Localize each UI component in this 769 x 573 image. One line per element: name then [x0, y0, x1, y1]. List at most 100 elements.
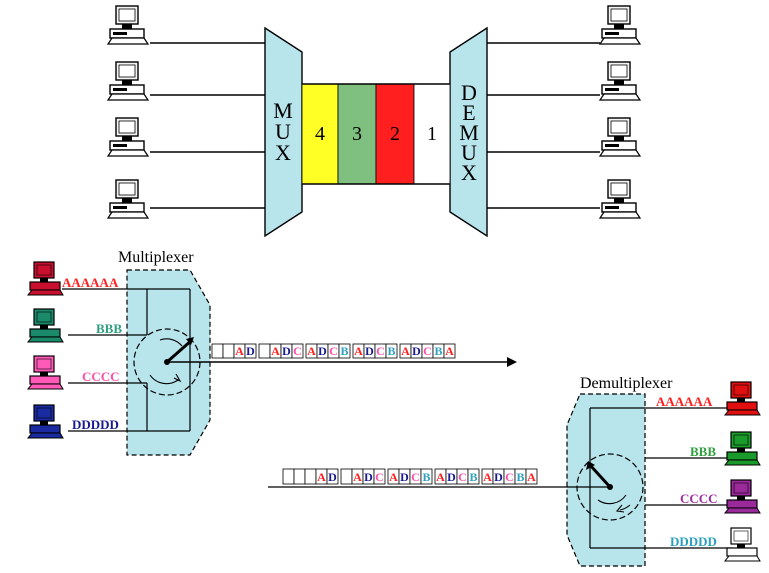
svg-text:D: D: [412, 344, 421, 358]
destination-label: DDDDD: [670, 534, 717, 549]
computer-icon: [107, 179, 149, 219]
frame-cell: B: [338, 343, 351, 359]
svg-text:C: C: [293, 344, 302, 358]
device-letter: U: [275, 119, 291, 144]
frame-cell: C: [456, 468, 469, 485]
svg-text:B: B: [469, 470, 477, 484]
demux-device: [449, 26, 488, 238]
destination-terminals: [723, 381, 761, 562]
svg-text:A: A: [271, 344, 280, 358]
svg-text:A: A: [354, 344, 363, 358]
left-computers: [107, 5, 149, 219]
destination-label: CCCC: [680, 491, 718, 506]
frame-cell: [211, 343, 224, 359]
svg-text:C: C: [376, 344, 385, 358]
source-links: [62, 288, 191, 432]
svg-text:A: A: [483, 470, 492, 484]
svg-text:C: C: [423, 344, 432, 358]
frame-cell: [222, 343, 235, 359]
frame-cell: D: [363, 343, 376, 359]
slot-number: 4: [315, 123, 325, 145]
output-arrow-icon: [507, 357, 517, 367]
time-slots: 4 3 2 1: [301, 83, 451, 185]
frame-cell: D: [492, 468, 505, 485]
terminal-icon: [26, 308, 64, 343]
frame-cell: B: [467, 468, 480, 485]
frame-cell: A: [525, 468, 538, 485]
svg-text:B: B: [434, 344, 442, 358]
frame-cell: [304, 468, 317, 485]
time-slot: 2: [375, 83, 415, 185]
demultiplexer-rotor: [576, 453, 644, 521]
frame-cell: A: [351, 468, 364, 485]
slot-number: 1: [427, 123, 437, 145]
svg-text:C: C: [375, 470, 384, 484]
svg-text:C: C: [329, 344, 338, 358]
frame-cell: C: [503, 468, 516, 485]
device-letter: D: [461, 80, 477, 105]
computer-icon: [599, 61, 641, 101]
frame-cell: D: [362, 468, 375, 485]
time-slot: 4: [301, 83, 339, 185]
svg-text:D: D: [282, 344, 291, 358]
terminal-icon: [723, 431, 761, 466]
frame-cell: A: [315, 468, 328, 485]
frame-cell: C: [291, 343, 304, 359]
frame-cell: A: [269, 343, 282, 359]
frame-cell: B: [432, 343, 445, 359]
slot-number: 3: [352, 123, 362, 145]
svg-text:A: A: [307, 344, 316, 358]
frame-cell: D: [326, 468, 339, 485]
frame-cell: A: [352, 343, 365, 359]
frame-cell: D: [244, 343, 257, 359]
source-label: DDDDD: [72, 417, 119, 432]
svg-text:D: D: [318, 344, 327, 358]
svg-text:A: A: [353, 470, 362, 484]
svg-text:A: A: [389, 470, 398, 484]
rotor-arm: [588, 463, 612, 489]
device-letter: E: [462, 100, 475, 125]
terminal-icon: [723, 381, 761, 416]
source-terminals: [26, 261, 64, 439]
svg-text:A: A: [317, 470, 326, 484]
slot-number: 2: [390, 123, 400, 145]
frame-cell: A: [233, 343, 246, 359]
mux-device: [264, 26, 303, 238]
svg-text:A: A: [445, 344, 454, 358]
destination-links: [268, 407, 733, 549]
svg-text:D: D: [400, 470, 409, 484]
frame-cell: D: [445, 468, 458, 485]
frame-cell: B: [514, 468, 527, 485]
frame-cell: B: [385, 343, 398, 359]
frame-cell: D: [410, 343, 423, 359]
svg-text:C: C: [411, 470, 420, 484]
frame-cell: A: [305, 343, 318, 359]
destination-label: BBB: [690, 444, 716, 459]
frame-cell: [340, 468, 353, 485]
svg-text:C: C: [458, 470, 467, 484]
frame-cell: [293, 468, 306, 485]
frame-cell: D: [316, 343, 329, 359]
right-computers: [599, 5, 641, 219]
svg-text:C: C: [505, 470, 514, 484]
time-slot: 1: [413, 83, 451, 185]
svg-text:B: B: [422, 470, 430, 484]
source-label: BBB: [96, 321, 122, 336]
terminal-icon: [723, 527, 761, 562]
frame-cell: D: [280, 343, 293, 359]
terminal-icon: [26, 355, 64, 390]
frame-cell: B: [420, 468, 433, 485]
computer-icon: [599, 117, 641, 157]
svg-text:D: D: [365, 344, 374, 358]
time-slot: 3: [337, 83, 377, 185]
frame-cell: C: [374, 343, 387, 359]
frame-cell: C: [327, 343, 340, 359]
